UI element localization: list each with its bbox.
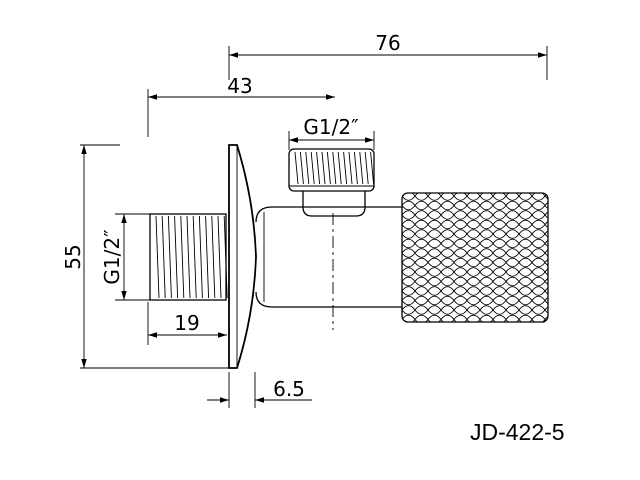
dimension-19-label: 19 (174, 311, 199, 335)
wall-flange (228, 144, 257, 369)
valve-body (255, 206, 402, 330)
inlet-threaded-shank (149, 213, 228, 301)
outlet-thread-label: G1/2″ (303, 115, 358, 139)
dimension-overall-length: 76 (228, 31, 548, 80)
dimension-outlet-thread: G1/2″ (288, 115, 375, 150)
dimension-43-label: 43 (227, 74, 252, 98)
outlet-fitting (288, 148, 375, 217)
dimension-55-label: 55 (61, 244, 85, 269)
dimension-inlet-thread: G1/2″ (100, 213, 150, 301)
model-code: JD-422-5 (470, 419, 565, 445)
knurled-handle (401, 192, 549, 323)
dimension-76-label: 76 (375, 31, 400, 55)
dimension-inlet-to-outlet: 43 (147, 74, 335, 137)
dimension-flange-thickness: 6.5 (207, 372, 312, 408)
inlet-thread-label: G1/2″ (100, 229, 124, 284)
dimension-height: 55 (61, 144, 230, 369)
dimension-6-5-label: 6.5 (273, 377, 305, 401)
dimension-inlet-length: 19 (147, 302, 227, 345)
